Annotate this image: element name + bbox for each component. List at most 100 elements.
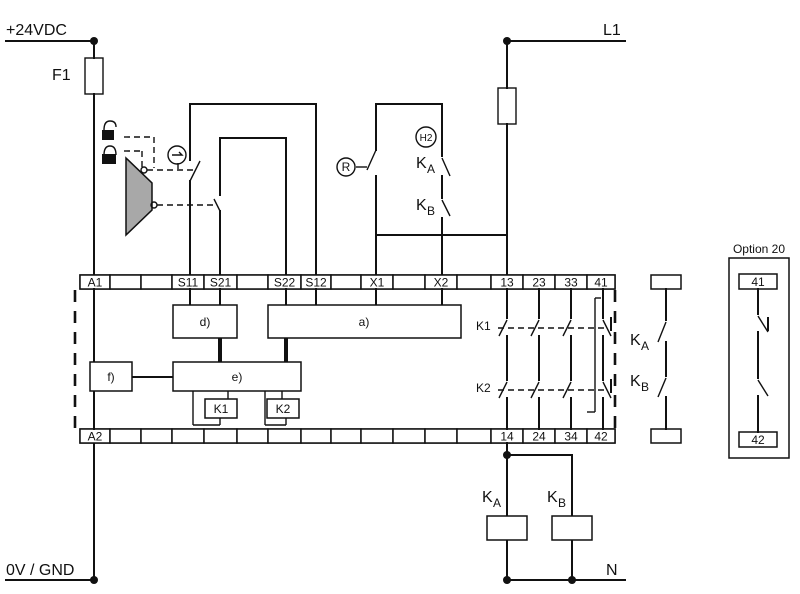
- fuse-ac: [497, 87, 517, 125]
- top-terminal-label: 23: [532, 276, 546, 290]
- top-terminal-cell: [586, 274, 616, 290]
- svg-text:A: A: [493, 496, 501, 510]
- series-contact-ka-label: K A: [416, 155, 435, 176]
- load-coil-ka-label: K A: [482, 489, 501, 510]
- contact-row-k2-label: K2: [476, 381, 491, 395]
- top-terminal-label: S12: [305, 276, 327, 290]
- bottom-terminal-cell: [330, 428, 362, 444]
- top-terminal-cell: [392, 274, 426, 290]
- reset-button-label: R: [342, 160, 351, 174]
- top-terminal-label: 41: [594, 276, 608, 290]
- guard-lock-icon: [167, 145, 187, 165]
- bottom-terminal-cell: [424, 428, 458, 444]
- top-terminal-cell: [330, 274, 362, 290]
- top-terminal-cell: [456, 274, 492, 290]
- block-f-label: f): [107, 370, 114, 384]
- bottom-terminal-label: 34: [564, 430, 578, 444]
- bottom-terminal-cell: [456, 428, 492, 444]
- top-terminal-label: X2: [434, 276, 449, 290]
- svg-text:A: A: [641, 339, 649, 353]
- block-e: [172, 361, 302, 392]
- block-e-label: e): [232, 370, 243, 384]
- bottom-terminal-cell: [140, 428, 173, 444]
- bottom-terminal-cell: [267, 428, 302, 444]
- svg-text:B: B: [427, 204, 435, 218]
- indicator-lamp-label: H2: [420, 133, 433, 144]
- svg-text:B: B: [558, 496, 566, 510]
- top-terminal-cell: [236, 274, 269, 290]
- ac-neutral-label: N: [606, 562, 618, 579]
- top-terminal-label: S22: [274, 276, 296, 290]
- unlock-icon: [102, 120, 117, 140]
- block-d-label: d): [200, 315, 211, 329]
- option-terminal-42: 42: [751, 433, 765, 447]
- coil-k1-label: K1: [214, 402, 229, 416]
- svg-text:K: K: [416, 197, 427, 214]
- external-ka-kb-contacts: [650, 274, 682, 444]
- load-coil-kb-label: K B: [547, 489, 566, 510]
- top-terminal-strip: A1 S11 S21 S22 S12 X1 X2 13 23 33 41: [79, 274, 616, 290]
- option-20-title: Option 20: [733, 242, 785, 256]
- module-housing-dashes: [73, 290, 617, 432]
- svg-text:A: A: [427, 162, 435, 176]
- series-contact-kb-label: K B: [416, 197, 435, 218]
- reset-button-icon: [336, 157, 356, 177]
- bottom-terminal-cell: [392, 428, 426, 444]
- coil-k1: [204, 398, 238, 419]
- bottom-terminal-cell: [236, 428, 269, 444]
- block-d: [172, 304, 238, 339]
- top-terminal-label: 13: [500, 276, 514, 290]
- safety-circuit-wiring: [189, 103, 317, 276]
- top-terminal-label: S21: [210, 276, 232, 290]
- bottom-terminal-label: 24: [532, 430, 546, 444]
- svg-text:K: K: [416, 155, 427, 172]
- svg-text:K: K: [630, 332, 641, 349]
- fuse-f1-label: F1: [52, 67, 71, 84]
- block-a-label: a): [359, 315, 370, 329]
- svg-text:K: K: [482, 489, 493, 506]
- side-contact-kb-label: K B: [630, 373, 649, 394]
- svg-text:B: B: [641, 380, 649, 394]
- reset-circuit-wiring: [356, 103, 451, 276]
- coil-k2: [266, 398, 300, 419]
- lock-icon: [102, 145, 117, 164]
- block-a: [267, 304, 462, 339]
- bottom-terminal-cell: [360, 428, 394, 444]
- internal-wiring: [93, 288, 443, 430]
- contact-row-k1-label: K1: [476, 319, 491, 333]
- load-coil-ka: [486, 515, 528, 541]
- guard-actuator: [125, 156, 153, 237]
- top-terminal-label: X1: [370, 276, 385, 290]
- dc-ground-label: 0V / GND: [6, 562, 74, 579]
- bottom-terminal-label: 14: [500, 430, 514, 444]
- safety-gate-switch: [124, 136, 214, 237]
- top-terminal-label: S11: [178, 276, 199, 290]
- option-terminal-41: 41: [751, 275, 765, 289]
- block-f: [89, 361, 133, 392]
- top-terminal-label: A1: [88, 276, 103, 290]
- top-terminal-cell: [109, 274, 142, 290]
- bottom-terminal-label: 42: [594, 430, 608, 444]
- top-terminal-label: 33: [564, 276, 578, 290]
- dc-supply-wiring: [5, 37, 104, 584]
- bottom-terminal-strip: A2 14 24 34 42: [79, 428, 616, 444]
- dc-positive-label: +24VDC: [6, 22, 67, 39]
- fuse-f1: [84, 57, 104, 95]
- bottom-terminal-label: A2: [88, 430, 103, 444]
- output-contacts: [498, 288, 612, 430]
- load-coil-kb: [551, 515, 593, 541]
- top-terminal-cell: [140, 274, 173, 290]
- bottom-terminal-cell: [586, 428, 616, 444]
- bottom-terminal-cell: [171, 428, 205, 444]
- side-contact-ka-label: K A: [630, 332, 649, 353]
- indicator-lamp-icon: [415, 126, 437, 148]
- bottom-terminal-cell: [300, 428, 332, 444]
- svg-text:K: K: [547, 489, 558, 506]
- coil-k2-label: K2: [276, 402, 291, 416]
- bottom-terminal-cell: [109, 428, 142, 444]
- option-20-panel: [728, 257, 790, 459]
- ac-line-label: L1: [603, 22, 621, 39]
- load-coil-wiring: [503, 442, 573, 581]
- bottom-terminal-cell: [203, 428, 238, 444]
